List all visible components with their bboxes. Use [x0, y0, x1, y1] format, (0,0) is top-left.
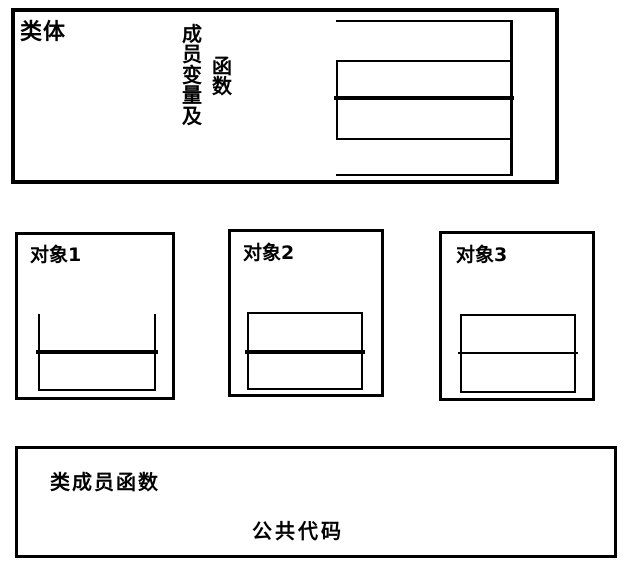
member-char-5: 函	[212, 54, 232, 78]
member-text-column-left: 成 员 变 量 及	[182, 24, 202, 126]
object-1-inner-divider	[36, 350, 158, 354]
class-body-inner-divider	[334, 96, 514, 100]
object-1-box	[15, 232, 175, 400]
member-functions-box	[15, 446, 617, 558]
object-3-inner-divider	[458, 352, 578, 354]
object-3-label: 对象3	[456, 244, 508, 266]
class-body-diagram-bottom-line	[336, 174, 512, 176]
member-char-6: 数	[212, 74, 232, 99]
member-char-3: 量	[182, 83, 202, 108]
class-body-inner-rect	[336, 60, 513, 140]
member-char-1: 员	[182, 42, 202, 67]
object-2-label: 对象2	[243, 242, 295, 264]
class-body-label: 类体	[20, 20, 67, 45]
member-text-column-right: 函 数	[212, 56, 232, 97]
common-code-label: 公共代码	[252, 519, 344, 543]
member-functions-label: 类成员函数	[50, 470, 160, 494]
object-1-label: 对象1	[30, 244, 82, 266]
member-char-4: 及	[182, 103, 202, 128]
member-char-2: 变	[182, 62, 202, 87]
object-2-inner-divider	[245, 350, 365, 354]
object-3-box	[439, 231, 595, 401]
member-char-0: 成	[182, 22, 202, 46]
class-body-diagram-top-line	[336, 20, 512, 22]
